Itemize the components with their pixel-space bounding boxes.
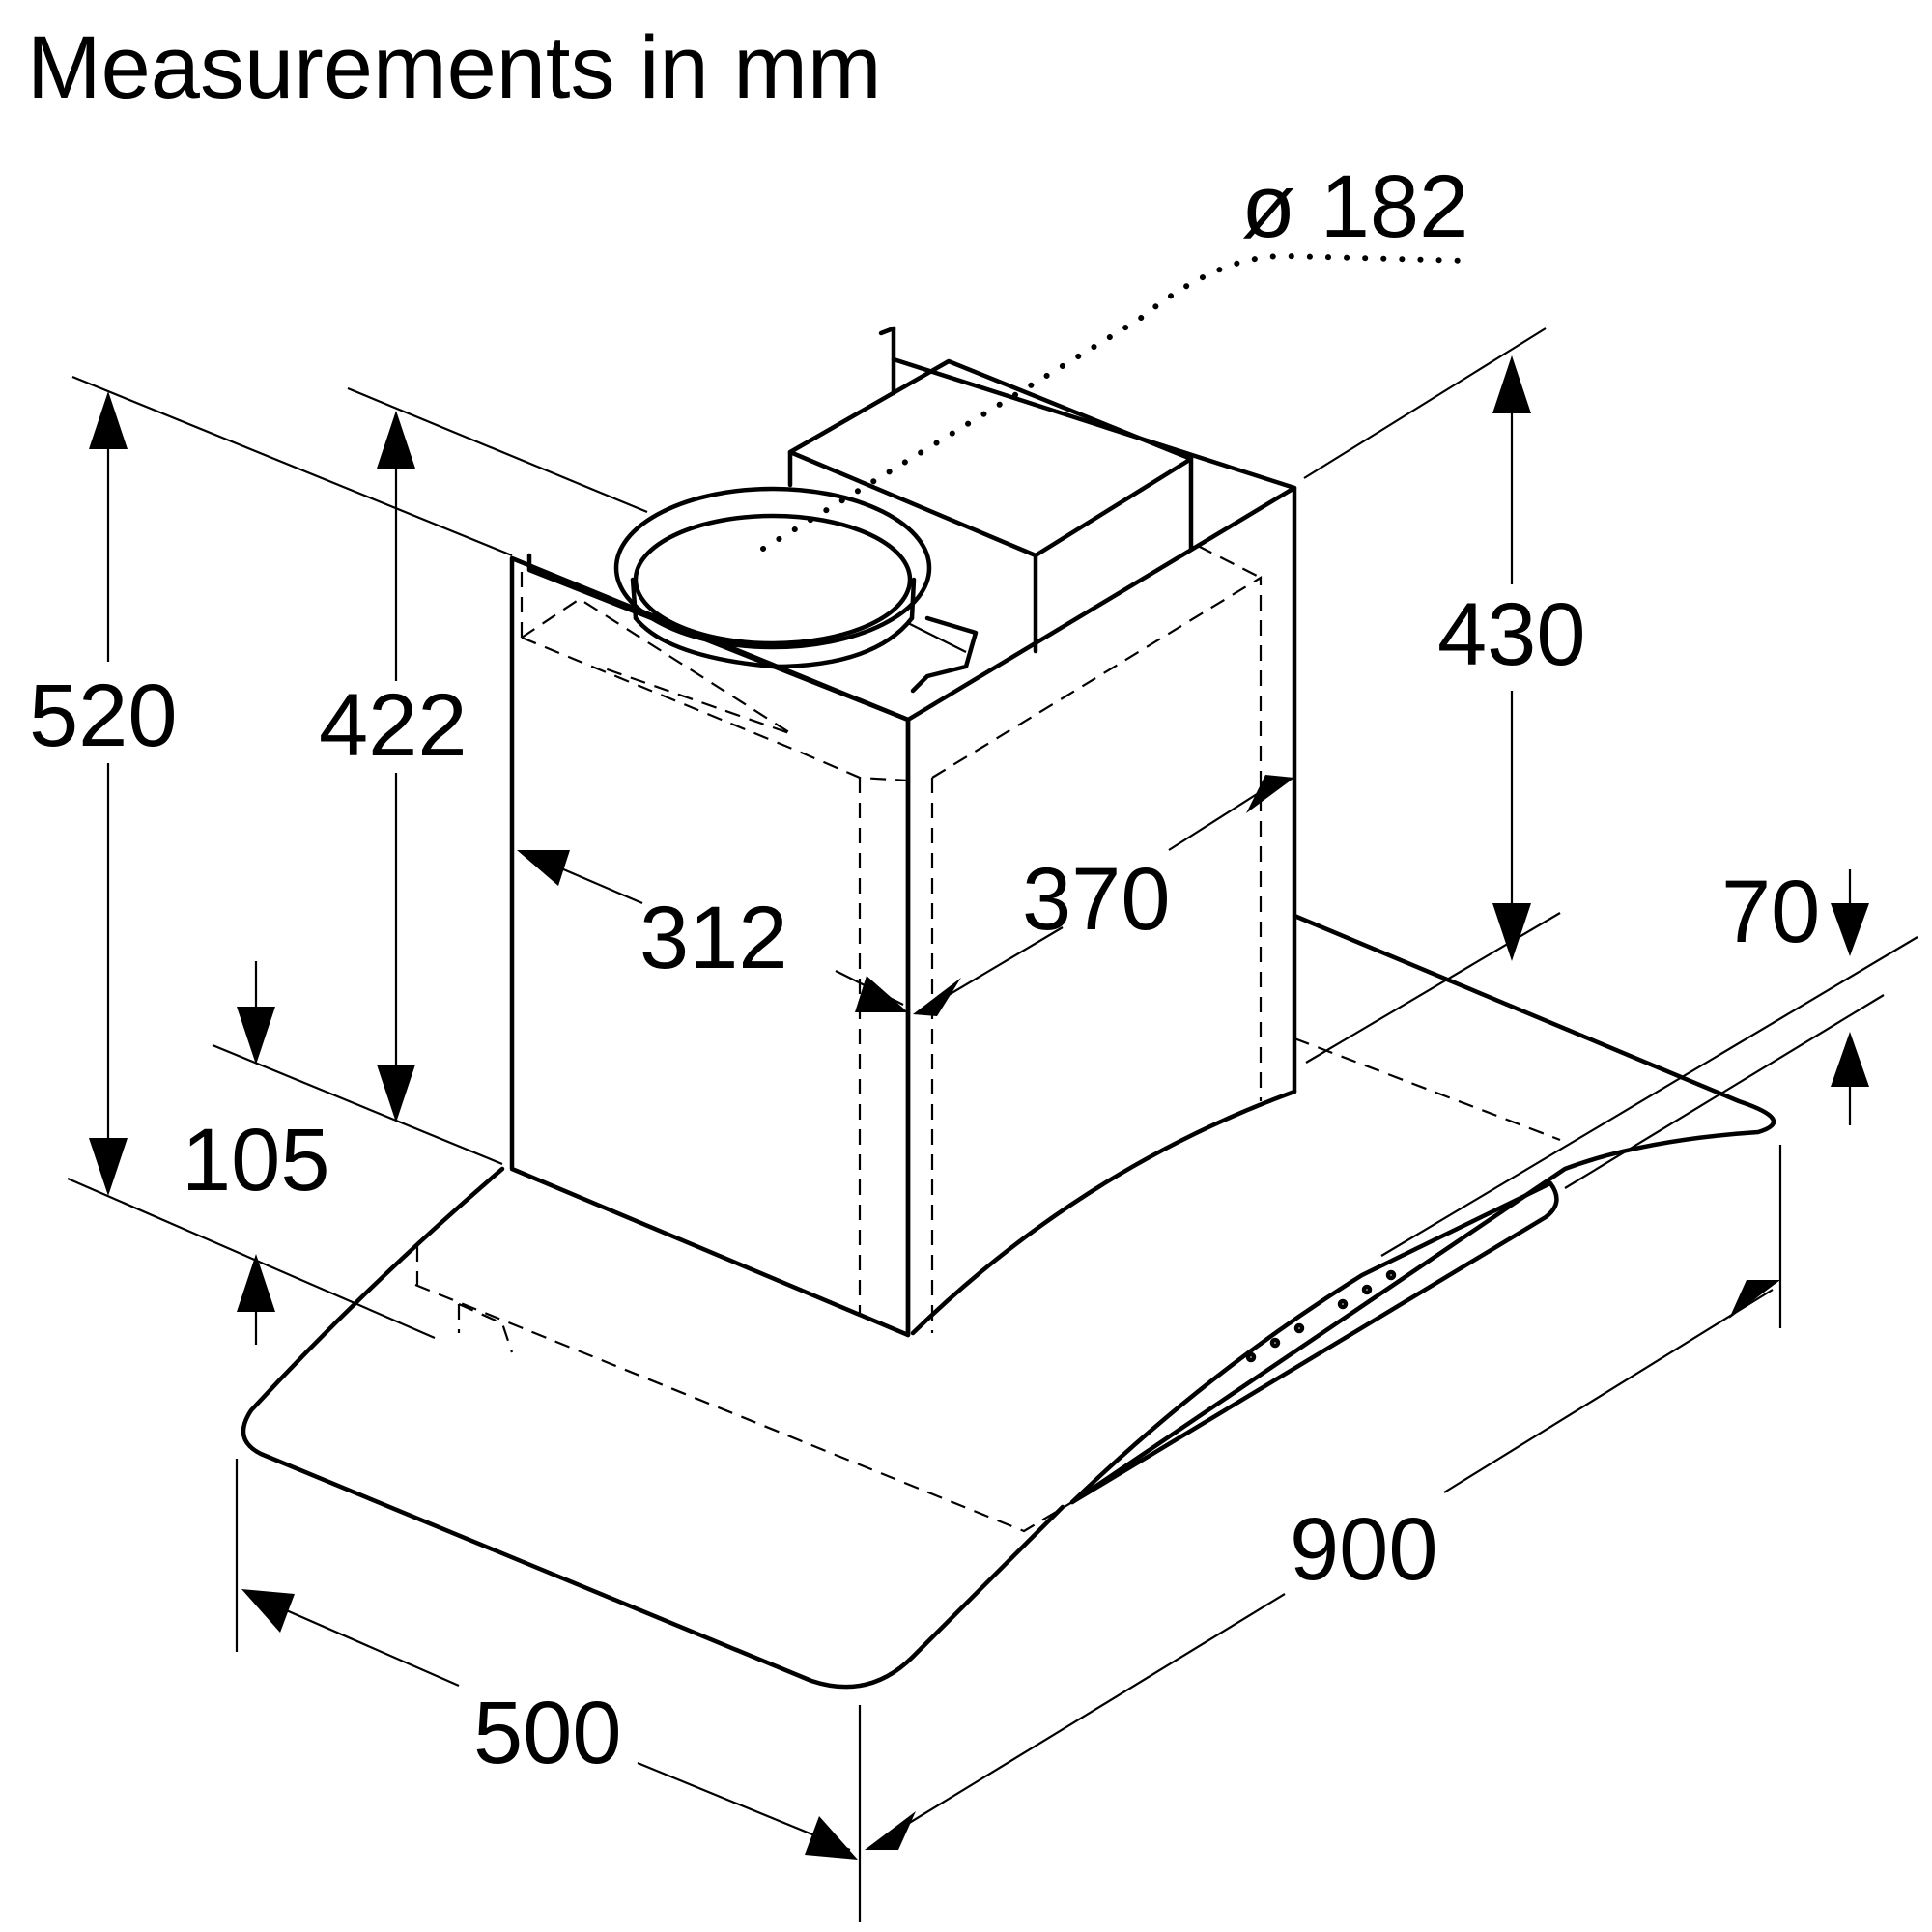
dim-70-label: 70	[1721, 863, 1820, 961]
arrow-370-right	[1246, 775, 1294, 813]
dim-520-label: 520	[29, 667, 178, 765]
arrow-422-bottom	[377, 1065, 415, 1122]
dimension-labels: ø 182 520 422 430 312 370 105 70 900 500	[29, 157, 1820, 1782]
page-title: Measurements in mm	[27, 18, 882, 117]
arrow-105-bottom	[237, 1254, 275, 1312]
dim-422-label: 422	[319, 676, 468, 775]
arrow-422-top	[377, 411, 415, 469]
arrow-370-left	[913, 978, 961, 1016]
dim-430-label: 430	[1437, 585, 1586, 684]
dim-105-label: 105	[182, 1111, 330, 1209]
arrow-312-left	[517, 850, 570, 886]
dim-500-label: 500	[473, 1684, 622, 1782]
arrow-70-top	[1831, 903, 1869, 956]
arrow-900-left	[865, 1811, 916, 1850]
arrow-430-bottom	[1492, 903, 1531, 961]
hidden-edges	[414, 545, 1561, 1533]
arrow-500-left	[242, 1589, 295, 1633]
arrow-105-top	[237, 1007, 275, 1065]
dim-312-label: 312	[639, 889, 788, 987]
control-buttons	[1245, 1269, 1397, 1363]
dim-900-label: 900	[1290, 1500, 1438, 1599]
arrow-520-top	[89, 391, 128, 449]
arrow-900-right	[1729, 1280, 1780, 1319]
arrow-430-top	[1492, 355, 1531, 413]
dimension-lines	[67, 252, 1918, 1922]
arrow-70-bottom	[1831, 1032, 1869, 1087]
arrow-500-right	[805, 1816, 858, 1860]
arrow-520-bottom	[89, 1138, 128, 1196]
arrow-312-right	[855, 976, 908, 1012]
dim-diameter-label: ø 182	[1241, 157, 1468, 256]
dimension-arrowheads	[89, 355, 1869, 1860]
hood-outline	[241, 326, 1776, 1690]
dim-370-label: 370	[1022, 850, 1171, 949]
